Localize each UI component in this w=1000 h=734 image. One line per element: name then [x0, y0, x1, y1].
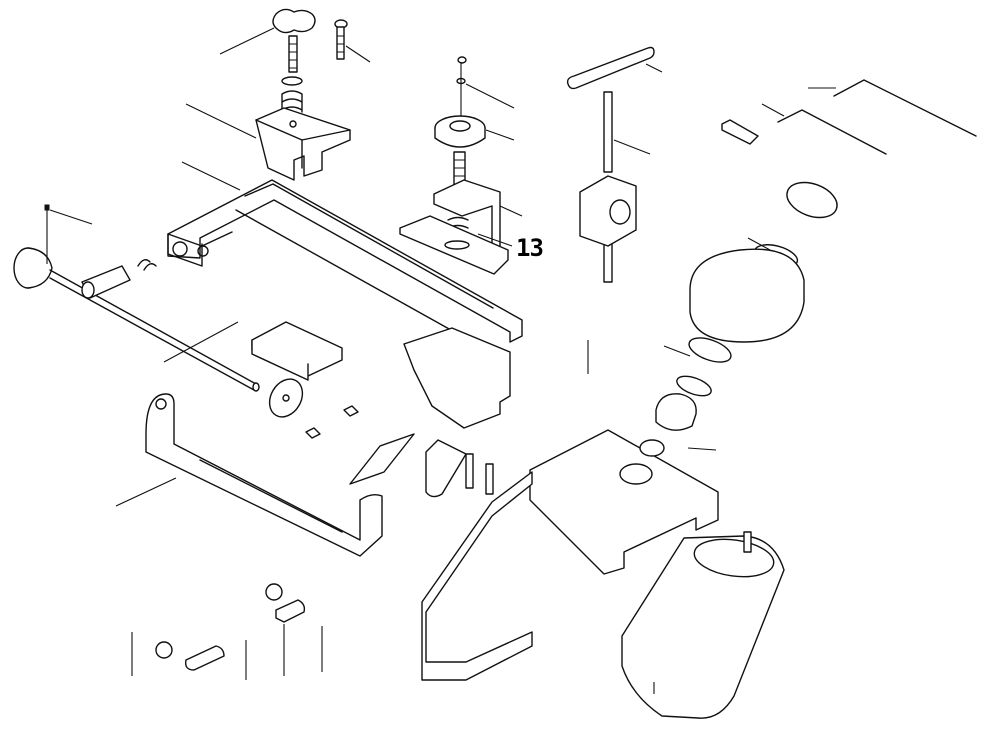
small-parts-group [155, 583, 306, 671]
knurled-knob [434, 56, 486, 148]
t-handle [566, 46, 655, 283]
clamp-block [255, 107, 351, 181]
clamp-plate [399, 215, 509, 275]
callout-label-13: 13 [516, 234, 544, 262]
leader-lines [49, 27, 836, 694]
thumb-wheel [13, 204, 53, 289]
motor [621, 531, 785, 719]
motor-plate [529, 429, 719, 575]
feed-screw [49, 269, 260, 392]
small-spring [137, 259, 157, 271]
cross-block [579, 175, 637, 247]
clamp-knob [272, 8, 316, 73]
washer [281, 76, 303, 86]
u-bracket [145, 393, 383, 557]
cutting-blade [305, 405, 415, 485]
clamp-screw [334, 19, 348, 60]
spring [281, 90, 303, 113]
side-frame [421, 453, 533, 681]
disc [268, 378, 304, 418]
collar [81, 265, 131, 299]
pulley-assembly [655, 181, 838, 431]
main-carriage [167, 179, 523, 498]
slide-block [251, 321, 343, 381]
hex-keys [721, 79, 977, 155]
